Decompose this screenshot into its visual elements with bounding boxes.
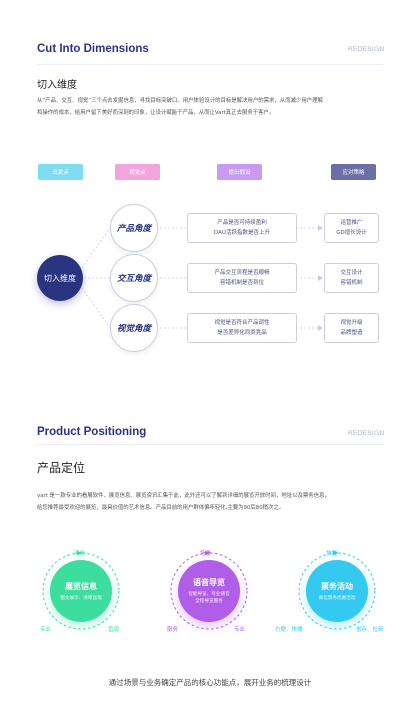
ring-label-top: 清晰 bbox=[74, 551, 86, 557]
arrow-head-icon bbox=[318, 325, 323, 331]
ring-arrow-icon bbox=[205, 551, 211, 555]
footer-caption: 通过场景与业务确定产品的核心功能点，展开业务的梳理设计 bbox=[108, 678, 312, 687]
redesign-label: REDESIGN bbox=[348, 46, 385, 53]
disc-title: 语音导览 bbox=[193, 578, 225, 587]
problem-box-visual: 视觉是否符合产品调性是否差异化同类竞品 bbox=[187, 313, 297, 343]
heading-dimensions: 切入维度 bbox=[37, 80, 77, 91]
section-title-dimensions: Cut Into Dimensions bbox=[37, 43, 149, 55]
ring-label-left: 服务 bbox=[167, 627, 179, 633]
disc-subtitle: 智能导览、专业播音全程导览服务 bbox=[188, 592, 230, 604]
disc-subtitle: 微信票务优惠活动 bbox=[318, 595, 356, 601]
node-product: 产品角度 bbox=[110, 204, 158, 252]
intro-paragraph: 从“产品、交互、视觉”三个点去发掘信息，寻找目标突破口。用户体验设计的目标是解决… bbox=[37, 95, 387, 119]
disc-exhibition-info: 展览信息 图文展示、清晰直观 bbox=[50, 560, 112, 622]
ring-label-top: 快捷 bbox=[326, 551, 338, 557]
node-interaction: 交互角度 bbox=[110, 254, 158, 302]
ring-arrow-icon bbox=[333, 551, 339, 555]
arrow-head-icon bbox=[318, 275, 323, 281]
ring-label-left: 专业 bbox=[40, 627, 52, 633]
ring-label-left: 方便、快捷 bbox=[275, 627, 303, 633]
ring-arc-audio bbox=[170, 552, 248, 630]
arrow-head-icon bbox=[318, 225, 323, 231]
tag-hypothesis: 提出假设 bbox=[217, 164, 262, 180]
heading-positioning: 产品定位 bbox=[37, 461, 86, 475]
connector-center-visual bbox=[81, 287, 111, 329]
disc-subtitle: 图文展示、清晰直观 bbox=[60, 595, 102, 601]
ring-label-right: 专业 bbox=[234, 627, 246, 633]
ring-label-right: 省存、拉新 bbox=[356, 627, 384, 633]
divider bbox=[37, 64, 383, 65]
tag-strategy: 应对策略 bbox=[331, 164, 376, 180]
center-node: 切入维度 bbox=[37, 255, 83, 301]
divider bbox=[37, 444, 383, 445]
positioning-line-2: 给您推荐最受欢迎的展览，最具价值的艺术信息。产品目前的用户群体偏年轻化,主要为9… bbox=[37, 505, 285, 511]
solution-box-interaction: 交互设计容错机制 bbox=[324, 263, 379, 293]
section-title-positioning: Product Positioning bbox=[37, 426, 147, 438]
diagram-connectors bbox=[81, 225, 323, 331]
intro-line-2: 和操作的成本，给用户留下美好而深刻的印象，让设计赋能于产品，从而让Vart真正去… bbox=[37, 110, 275, 116]
positioning-line-1: vart 是一款专业的看展软件，展览信息、展览资讯汇集于此，此外还可以了解到详细… bbox=[37, 493, 330, 499]
ring-arc-exhibition bbox=[42, 552, 120, 630]
tag-starting-point: 出发点 bbox=[38, 164, 83, 180]
ring-label-right: 直观 bbox=[108, 627, 120, 633]
node-visual: 视觉角度 bbox=[110, 304, 158, 352]
disc-ticket-events: 票务活动 微信票务优惠活动 bbox=[306, 560, 368, 622]
positioning-paragraph: vart 是一款专业的看展软件，展览信息、展览资讯汇集于此，此外还可以了解到详细… bbox=[37, 490, 387, 514]
disc-title: 展览信息 bbox=[65, 581, 97, 591]
disc-audio-guide: 语音导览 智能导览、专业播音全程导览服务 bbox=[178, 560, 240, 622]
disc-title: 票务活动 bbox=[321, 581, 353, 591]
ring-arcs bbox=[42, 551, 376, 630]
problem-box-interaction: 产品交互流程是否顺畅容错机制是否到位 bbox=[187, 263, 297, 293]
intro-line-1: 从“产品、交互、视觉”三个点去发掘信息，寻找目标突破口。用户体验设计的目标是解决… bbox=[37, 98, 323, 104]
solution-box-visual: 视觉升级品牌塑造 bbox=[324, 313, 379, 343]
tag-visual-point: 视觉点 bbox=[115, 164, 160, 180]
ring-arrow-icon bbox=[77, 551, 83, 555]
connector-center-product bbox=[81, 227, 111, 269]
redesign-label: REDESIGN bbox=[348, 430, 385, 437]
ring-arc-ticket bbox=[298, 552, 376, 630]
ring-label-top: 场景 bbox=[200, 551, 212, 557]
